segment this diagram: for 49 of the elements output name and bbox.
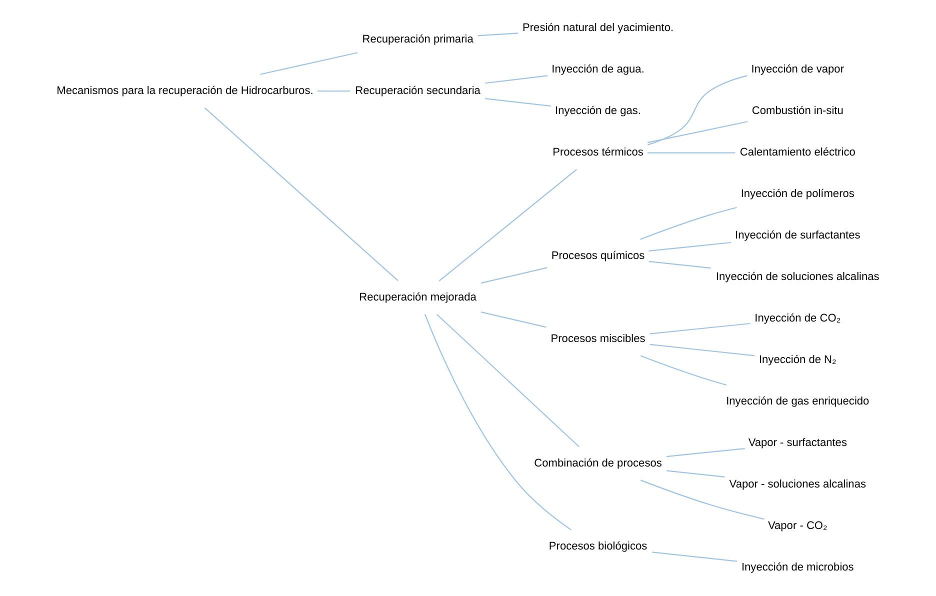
node-text: Recuperación mejorada xyxy=(358,291,476,304)
node-text: Calentamiento eléctrico xyxy=(739,146,855,159)
node-text: Recuperación primaria xyxy=(362,33,473,46)
node-text: Inyección de N₂ xyxy=(758,354,836,366)
connector xyxy=(260,52,358,75)
node-text: Inyección de gas. xyxy=(554,105,641,118)
node-text: Procesos miscibles xyxy=(550,332,645,345)
connector xyxy=(649,344,754,356)
connector xyxy=(480,312,546,328)
connector xyxy=(477,32,518,36)
connector xyxy=(317,90,350,92)
connector xyxy=(438,169,576,282)
node-text: Procesos térmicos xyxy=(552,146,643,159)
connector xyxy=(424,314,571,530)
node-text: Inyección de surfactantes xyxy=(734,230,860,242)
connector xyxy=(640,206,736,240)
node-text: Inyección de microbios xyxy=(740,562,854,574)
connector xyxy=(484,75,548,84)
connector xyxy=(484,98,550,107)
node-text: Presión natural del yacimiento. xyxy=(522,22,674,34)
connector xyxy=(436,314,580,448)
connector xyxy=(648,260,710,269)
node-text: Inyección de vapor xyxy=(750,64,844,76)
node-text: Vapor - CO₂ xyxy=(767,520,827,532)
node-text: Procesos químicos xyxy=(550,250,644,262)
connector xyxy=(666,470,724,478)
node-text: Vapor - surfactantes xyxy=(748,437,846,450)
connector xyxy=(480,267,547,284)
node-text: Inyección de polímeros xyxy=(740,188,854,200)
connector xyxy=(649,322,750,334)
connector xyxy=(652,552,737,562)
connector xyxy=(640,480,764,520)
connector xyxy=(647,152,735,154)
node-text: Inyección de CO₂ xyxy=(754,312,840,325)
connector xyxy=(647,75,747,146)
connector xyxy=(648,242,731,252)
node-text: Inyección de soluciones alcalinas xyxy=(715,271,879,284)
node-text: Inyección de agua. xyxy=(551,64,644,76)
connector xyxy=(646,121,748,144)
connector xyxy=(666,448,744,458)
node-text: Mecanismos para la recuperación de Hidrocarburos. xyxy=(56,84,313,97)
connector xyxy=(640,355,726,386)
node-text: Inyección de gas enriquecido xyxy=(726,396,869,408)
node-text: Recuperación secundaria xyxy=(354,84,480,97)
node-text: Combinación de procesos xyxy=(534,457,662,470)
node-text: Combustión in-situ xyxy=(751,105,843,118)
node-text: Vapor - soluciones alcalinas xyxy=(728,478,866,491)
connector xyxy=(204,108,398,282)
node-text: Procesos biológicos xyxy=(548,540,647,552)
